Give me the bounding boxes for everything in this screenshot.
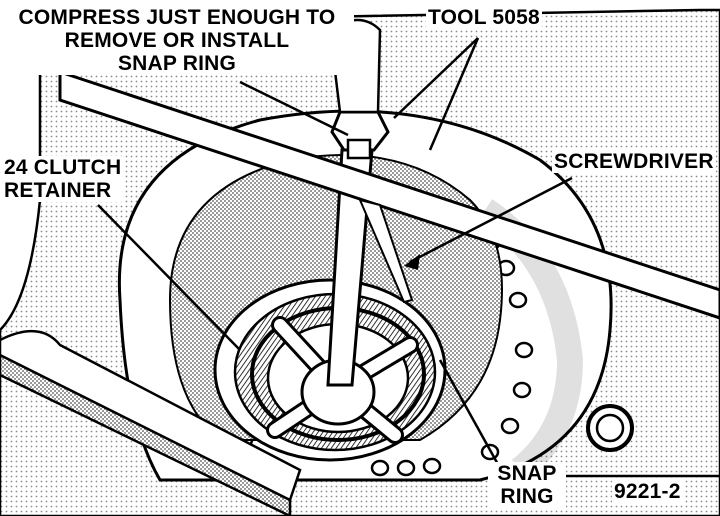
compress-line-2: REMOVE OR INSTALL xyxy=(64,29,290,52)
tool-crossbar xyxy=(58,69,720,320)
tool-label: TOOL 5058 xyxy=(426,6,542,29)
retainer-line-1: 24 CLUTCH xyxy=(4,156,122,179)
screwdriver xyxy=(358,198,414,304)
tool-leader-2 xyxy=(428,37,480,151)
retainer-leader xyxy=(97,204,241,351)
compress-instruction-label: COMPRESS JUST ENOUGH TO REMOVE OR INSTAL… xyxy=(0,6,354,75)
figure-number: 9221-2 xyxy=(612,480,683,503)
snap-ring-label: SNAP RING xyxy=(488,462,566,508)
screwdriver-arrow xyxy=(404,254,420,270)
snap-ring-leader xyxy=(438,359,502,469)
lower-rail-top xyxy=(0,329,302,502)
compress-leader xyxy=(239,80,349,137)
snap-ring-line-1: SNAP xyxy=(497,462,557,485)
compress-line-1: COMPRESS JUST ENOUGH TO xyxy=(18,6,336,29)
retainer-line-2: RETAINER xyxy=(4,179,112,202)
snap-ring-line-2: RING xyxy=(500,485,554,508)
screwdriver-leader xyxy=(409,176,573,264)
compress-line-3: SNAP RING xyxy=(117,52,237,75)
leader-lines xyxy=(97,37,720,478)
screwdriver-label: SCREWDRIVER xyxy=(552,150,716,173)
tool-leader-1 xyxy=(393,37,479,119)
clutch-retainer-label: 24 CLUTCH RETAINER xyxy=(2,156,124,202)
tool-5058-nut xyxy=(346,138,372,160)
